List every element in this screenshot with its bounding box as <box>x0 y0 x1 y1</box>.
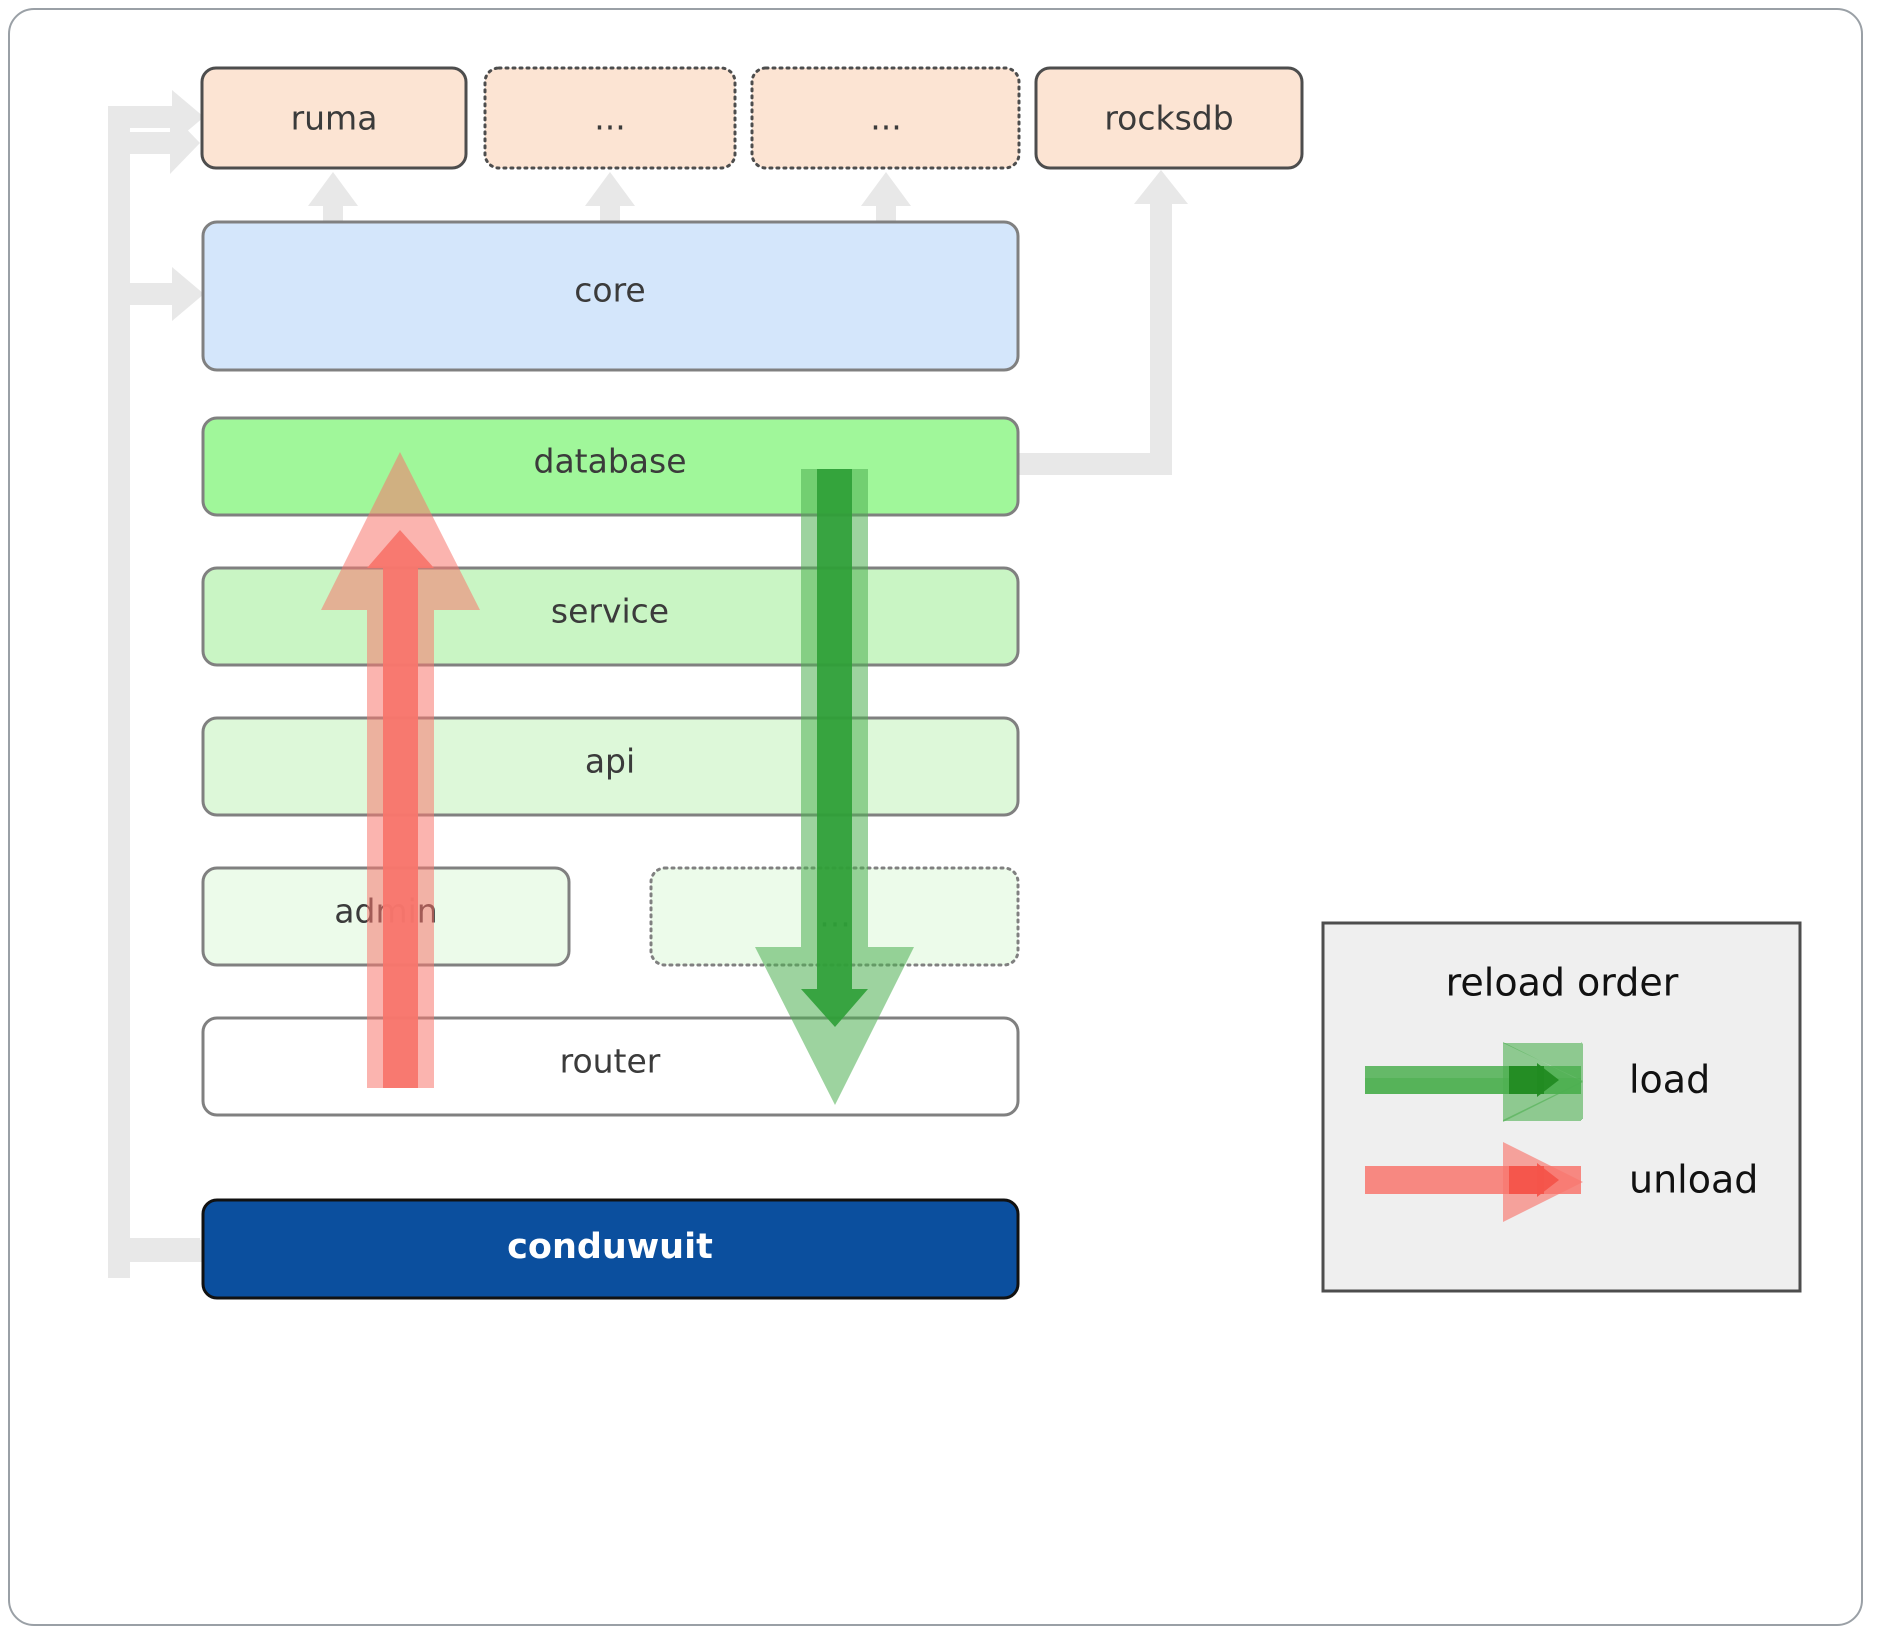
external-box-rocksdb-label: rocksdb <box>1104 99 1233 138</box>
connector-db-rocksdb-head <box>1134 170 1188 204</box>
connector-branch-core-stem <box>108 283 180 305</box>
application-box-conduwuit-label: conduwuit <box>507 1227 713 1267</box>
layer-box-api-label: api <box>585 742 635 781</box>
unload-arrow <box>321 452 480 1088</box>
external-box-ext-2[interactable]: ... <box>750 66 1021 170</box>
layer-box-core-shape <box>201 220 1020 372</box>
external-box-ruma-shape <box>200 66 468 170</box>
layer-box-database-label: database <box>534 442 687 481</box>
connector-branch-ruma-head <box>172 90 204 144</box>
legend-entry-load: load <box>1365 1042 1710 1122</box>
external-box-ext-2-label: ... <box>870 99 901 138</box>
load-arrow <box>755 469 914 1105</box>
legend-unload-inner-shaft <box>1509 1166 1544 1194</box>
external-box-ruma-label: ruma <box>291 99 378 138</box>
connector-db-rocksdb-horizontal <box>1016 453 1172 475</box>
legend-load-arrow-head <box>1503 1043 1583 1121</box>
legend-title: reload order <box>1446 961 1679 1005</box>
external-box-ext-1-label: ... <box>594 99 625 138</box>
external-box-ext-1[interactable]: ... <box>483 66 737 170</box>
layer-box-service-label: service <box>551 592 669 631</box>
layer-box-core[interactable]: core <box>201 220 1020 372</box>
external-box-ext-1-shape <box>483 66 737 170</box>
legend-entry-unload: unload <box>1365 1142 1758 1222</box>
layer-box-router-label: router <box>560 1042 661 1081</box>
external-box-ext-2-shape <box>750 66 1021 170</box>
application-box-conduwuit-shape <box>201 1198 1020 1300</box>
unload-arrow-inner <box>367 530 434 1088</box>
external-box-ruma[interactable]: ruma <box>200 66 468 170</box>
external-box-rocksdb-shape <box>1034 66 1304 170</box>
connector-db-rocksdb-vertical <box>1150 200 1172 470</box>
connector-branch-core-head <box>172 267 204 321</box>
load-arrow-inner <box>801 469 868 1027</box>
connector-trunk-bar <box>108 122 130 1278</box>
legend-load-inner-shaft <box>1509 1066 1544 1094</box>
connector-branch-ruma-stem <box>108 106 180 128</box>
legend-load-label: load <box>1629 1058 1710 1102</box>
application-box-conduwuit[interactable]: conduwuit <box>201 1198 1020 1300</box>
layer-box-core-label: core <box>574 271 645 310</box>
external-box-rocksdb[interactable]: rocksdb <box>1034 66 1304 170</box>
connector-branch-conduwuit <box>108 1240 208 1262</box>
legend-unload-label: unload <box>1629 1158 1758 1202</box>
legend-panel: reload order load unload <box>1321 921 1802 1293</box>
